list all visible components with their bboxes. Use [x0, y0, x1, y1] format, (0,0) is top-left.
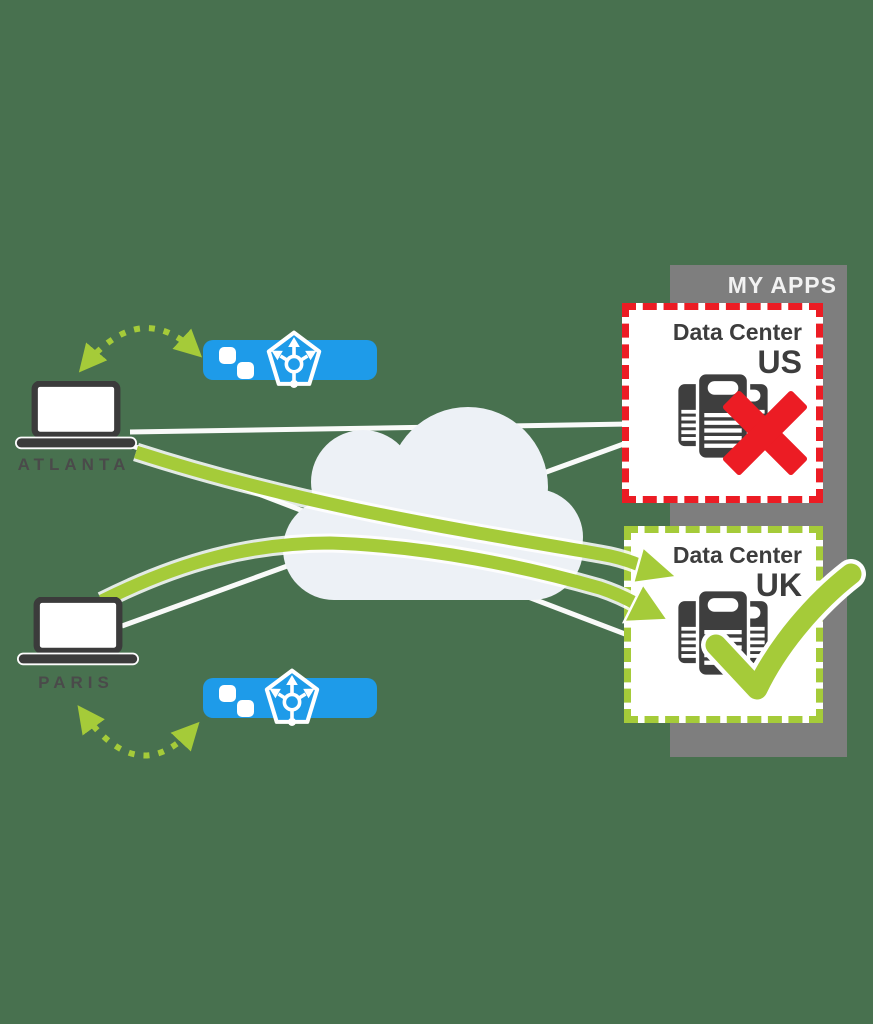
- app-blocks-icon: [219, 685, 236, 702]
- app-blocks-icon: [237, 700, 254, 717]
- server-stack-icon: [675, 587, 771, 679]
- traffic-manager-icon: [264, 668, 320, 726]
- datacenter-us-card: Data Center US: [622, 303, 823, 503]
- route-atlanta-us-line: [129, 421, 630, 435]
- datacenter-name: Data Center: [672, 542, 802, 568]
- datacenter-uk-card: Data Center UK: [624, 526, 823, 723]
- datacenter-name: Data Center: [672, 319, 802, 345]
- laptop-icon: [14, 381, 138, 450]
- client-label-atlanta: ATLANTA: [17, 455, 131, 474]
- datacenter-region: US: [757, 344, 802, 381]
- app-blocks-icon: [219, 347, 236, 364]
- client-label-paris: PARIS: [38, 673, 114, 692]
- panel-title: MY APPS: [727, 272, 837, 298]
- traffic-manager-icon: [266, 330, 322, 388]
- app-blocks-icon: [237, 362, 254, 379]
- x-mark-icon: [722, 390, 808, 476]
- laptop-icon: [16, 597, 140, 666]
